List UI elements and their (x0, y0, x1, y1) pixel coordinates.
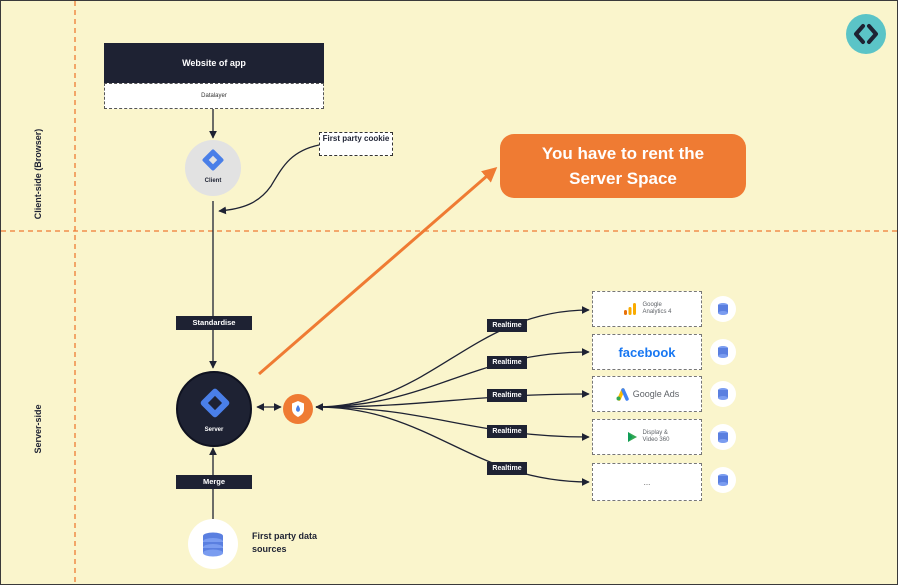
hub-node (283, 394, 313, 424)
dv360-line1: Display & (642, 430, 668, 436)
database-icon-5 (710, 467, 736, 493)
client-node: Client (185, 140, 241, 196)
first-party-cookie-box: First party cookie (319, 132, 393, 156)
website-box: Website of app (104, 43, 324, 83)
code-brackets-icon (854, 24, 878, 44)
google-analytics-icon (624, 303, 637, 315)
ga4-line1: Google (642, 302, 662, 308)
realtime-tag-5: Realtime (487, 462, 527, 475)
realtime-tag-3: Realtime (487, 389, 527, 402)
destination-google-analytics-4: Google Analytics 4 (592, 291, 702, 327)
merge-tag: Merge (176, 475, 252, 489)
data-sources-label: First party data sources (252, 531, 318, 554)
destination-display-video-360: Display & Video 360 (592, 419, 702, 455)
facebook-wordmark: facebook (618, 344, 676, 360)
standardise-tag: Standardise (176, 316, 252, 330)
realtime-tag-4: Realtime (487, 425, 527, 438)
google-ads-label: Google Ads (632, 389, 680, 399)
datalayer-box: Datalayer (104, 83, 324, 109)
shield-icon (292, 401, 304, 417)
rent-server-callout: You have to rent the Server Space (500, 134, 746, 198)
data-sources-node (188, 519, 238, 569)
database-icon-2 (710, 339, 736, 365)
destination-facebook: facebook (592, 334, 702, 370)
gtm-diamond-icon (202, 149, 224, 171)
realtime-tag-2: Realtime (487, 356, 527, 369)
more-label: ... (643, 477, 651, 487)
brand-logo (846, 14, 886, 54)
dv360-line2: Video 360 (642, 437, 670, 443)
client-label: Client (204, 178, 222, 184)
destination-more: ... (592, 463, 702, 501)
destination-google-ads: Google Ads (592, 376, 702, 412)
server-side-label: Server-side (33, 404, 43, 454)
display-video-icon (627, 432, 637, 442)
database-icon-3 (710, 381, 736, 407)
database-icon-4 (710, 424, 736, 450)
database-icon-1 (710, 296, 736, 322)
realtime-tag-1: Realtime (487, 319, 527, 332)
client-side-label: Client-side (Browser) (33, 128, 43, 220)
ga4-line2: Analytics 4 (642, 309, 672, 315)
server-label: Server (204, 427, 224, 433)
server-node: Server (176, 371, 252, 447)
gtm-server-diamond-icon (200, 388, 230, 418)
google-ads-icon (616, 388, 629, 401)
database-icon (203, 532, 223, 557)
